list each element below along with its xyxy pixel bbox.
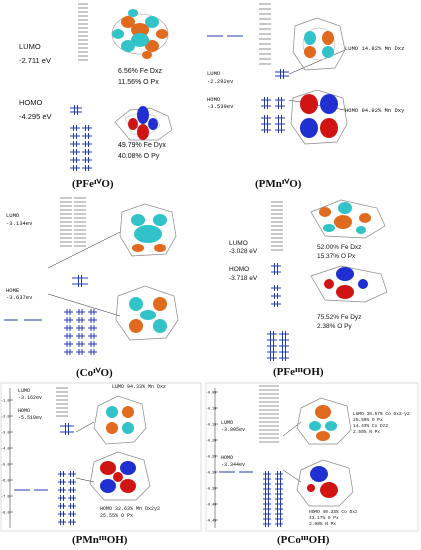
homo-orbital-icon — [114, 106, 173, 141]
axis-tick-label: -0.15 — [206, 424, 216, 428]
homo-energy: -4.295 eV — [19, 112, 52, 121]
axis-tick-label: -7.0 — [1, 496, 10, 500]
axis-tick-label: -0.30 — [206, 472, 216, 476]
panel-pco3oh: -0.05 -0.10 -0.15 -0.20 -0.25 -0.30 -0.35 -0.40… — [205, 382, 421, 550]
lumo-orbital-icon — [296, 397, 352, 445]
lumo-composition-2: 11.56% O Px — [118, 79, 159, 86]
homo-orbital-icon — [115, 285, 179, 341]
pfe3oh-diagram — [267, 199, 388, 361]
connector-line — [75, 421, 95, 433]
axis-tick-label: -0.45 — [206, 520, 216, 524]
lumo-energy: -3.162ev — [18, 395, 43, 401]
lumo-orbital-icon — [93, 395, 147, 445]
axis-tick-label: -8.0 — [1, 512, 10, 516]
lumo-energy: -2.711 eV — [19, 56, 51, 65]
panel-caption: (PFeᴵⱽO) — [72, 178, 114, 190]
axis-tick-label: -2.0 — [1, 416, 10, 420]
homo-energy: -3.344ev — [221, 462, 246, 468]
axis-tick-label: -0.25 — [206, 456, 216, 460]
homo-orbital-icon — [89, 451, 151, 501]
lumo-composition-3: 14.43% Co Dz2 — [353, 424, 389, 429]
axis-tick-label: -4.0 — [1, 448, 10, 452]
lumo-composition-1: LUMO 38.57% Co Dx2-y2 — [353, 412, 410, 417]
lumo-orbital-icon — [292, 17, 346, 71]
lumo-label: LUMO — [207, 70, 221, 77]
lumo-orbital-icon — [111, 9, 169, 59]
lumo-energy: -3.134ev — [6, 220, 33, 227]
homo-composition-2: 40.08% O Py — [118, 153, 160, 160]
homo-orbital-icon — [290, 89, 348, 145]
lumo-energy: -3.028 eV — [229, 248, 258, 255]
homo-composition: HOMO 94.92% Mn Dxy — [345, 107, 405, 114]
connector-line — [75, 477, 95, 483]
lumo-energy: -2.292ev — [207, 78, 234, 85]
axis-tick-label: -0.35 — [206, 488, 216, 492]
panel-caption: (CoᴵⱽO) — [76, 367, 113, 379]
connector-line — [282, 421, 302, 437]
axis-tick-label: -1.0 — [1, 400, 10, 404]
panel-pfe4o: LUMO -2.711 eV HOMO -4.295 eV 6.56% Fe D… — [0, 0, 205, 192]
homo-composition-1: HOMO 40.33% Co Dxz — [309, 510, 358, 515]
homo-label: HOMO — [221, 455, 234, 461]
axis-tick-label: -0.05 — [206, 392, 216, 396]
homo-composition-2: 25.55% O Px — [100, 513, 134, 519]
homo-label: HOMO — [19, 98, 43, 107]
co4o-diagram — [4, 197, 179, 355]
connector-line — [282, 469, 302, 483]
homo-energy: -3.718 eV — [229, 275, 258, 282]
connector-line — [47, 231, 121, 269]
homo-composition-2: 2.38% O Py — [317, 323, 352, 330]
homo-label: HOMO — [229, 266, 250, 273]
panel-pfe3oh: LUMO -3.028 eV HOMO -3.718 eV 52.00% Fe … — [205, 192, 421, 382]
homo-orbital-icon — [296, 459, 354, 507]
homo-energy: -5.519ev — [18, 415, 43, 421]
homo-label: HOMO — [207, 96, 221, 103]
homo-energy: -3.539ev — [207, 103, 234, 110]
lumo-label: LUMO — [6, 212, 20, 219]
panel-pmn4o: LUMO -2.292ev HOMO -3.539ev LUMO 14.82% … — [205, 0, 421, 192]
panel-caption: (PCoᴵᴵᴵOH) — [277, 534, 330, 546]
lumo-orbital-icon — [119, 203, 177, 257]
panel-caption: (PFeᴵᴵᴵOH) — [273, 366, 324, 378]
lumo-composition: LUMO 14.82% Mn Dxz — [345, 45, 405, 52]
axis-tick-label: -5.0 — [1, 464, 10, 468]
lumo-composition-1: 52.00% Fe Dxz — [317, 244, 362, 251]
lumo-label: LUMO — [18, 388, 31, 394]
lumo-label: LUMO — [229, 240, 248, 247]
homo-label: HOME — [6, 287, 20, 294]
connector-line — [288, 49, 346, 75]
lumo-composition-2: 15.37% O Px — [317, 253, 356, 260]
lumo-label: LUMO — [19, 42, 41, 51]
pco3oh-diagram: -0.05 -0.10 -0.15 -0.20 -0.25 -0.30 -0.35 -0.40… — [205, 382, 419, 532]
homo-composition-1: 75.52% Fe Dyz — [317, 314, 362, 321]
homo-composition-3: 2.98% N Px — [309, 522, 337, 527]
lumo-composition-1: 6.56% Fe Dxz — [118, 68, 162, 75]
homo-composition-1: 49.79% Fe Dyx — [118, 142, 166, 149]
lumo-label: LUMO — [221, 420, 234, 426]
axis-tick-label: -3.0 — [1, 432, 10, 436]
panel-caption: (PMnᴵⱽO) — [255, 178, 302, 190]
pmn3oh-diagram: -1.0 -2.0 -3.0 -4.0 -5.0 -6.0 -7.0 -8.0 — [0, 382, 202, 532]
connector-line — [47, 293, 121, 317]
lumo-composition-4: 2.55% N Px — [353, 430, 381, 435]
pmn4o-diagram — [207, 3, 348, 145]
lumo-orbital-icon — [310, 199, 386, 239]
lumo-composition-2: 25.59% O Px — [353, 418, 383, 423]
axis-tick-label: -0.40 — [206, 504, 216, 508]
homo-label: HOMO — [18, 408, 31, 414]
axis-tick-label: -0.10 — [206, 408, 216, 412]
lumo-composition: LUMO 94.33% Mn Dxz — [112, 384, 167, 390]
axis-tick-label: -0.20 — [206, 440, 216, 444]
pfe4o-diagram — [70, 3, 173, 171]
homo-orbital-icon — [310, 265, 388, 303]
homo-energy: -3.637ev — [6, 294, 33, 301]
panel-pmn3oh: -1.0 -2.0 -3.0 -4.0 -5.0 -6.0 -7.0 -8.0 LUMO -3… — [0, 382, 205, 550]
homo-composition-1: HOMO 32.63% Mn Dx2y2 — [100, 506, 161, 512]
lumo-energy: -3.095ev — [221, 427, 246, 433]
panel-caption: (PMnᴵᴵᴵOH) — [72, 534, 128, 546]
homo-composition-2: 43.17% O Px — [309, 516, 339, 521]
panel-co4o: LUMO -3.134ev HOME -3.637ev (CoᴵⱽO) — [0, 192, 205, 382]
axis-tick-label: -6.0 — [1, 480, 10, 484]
